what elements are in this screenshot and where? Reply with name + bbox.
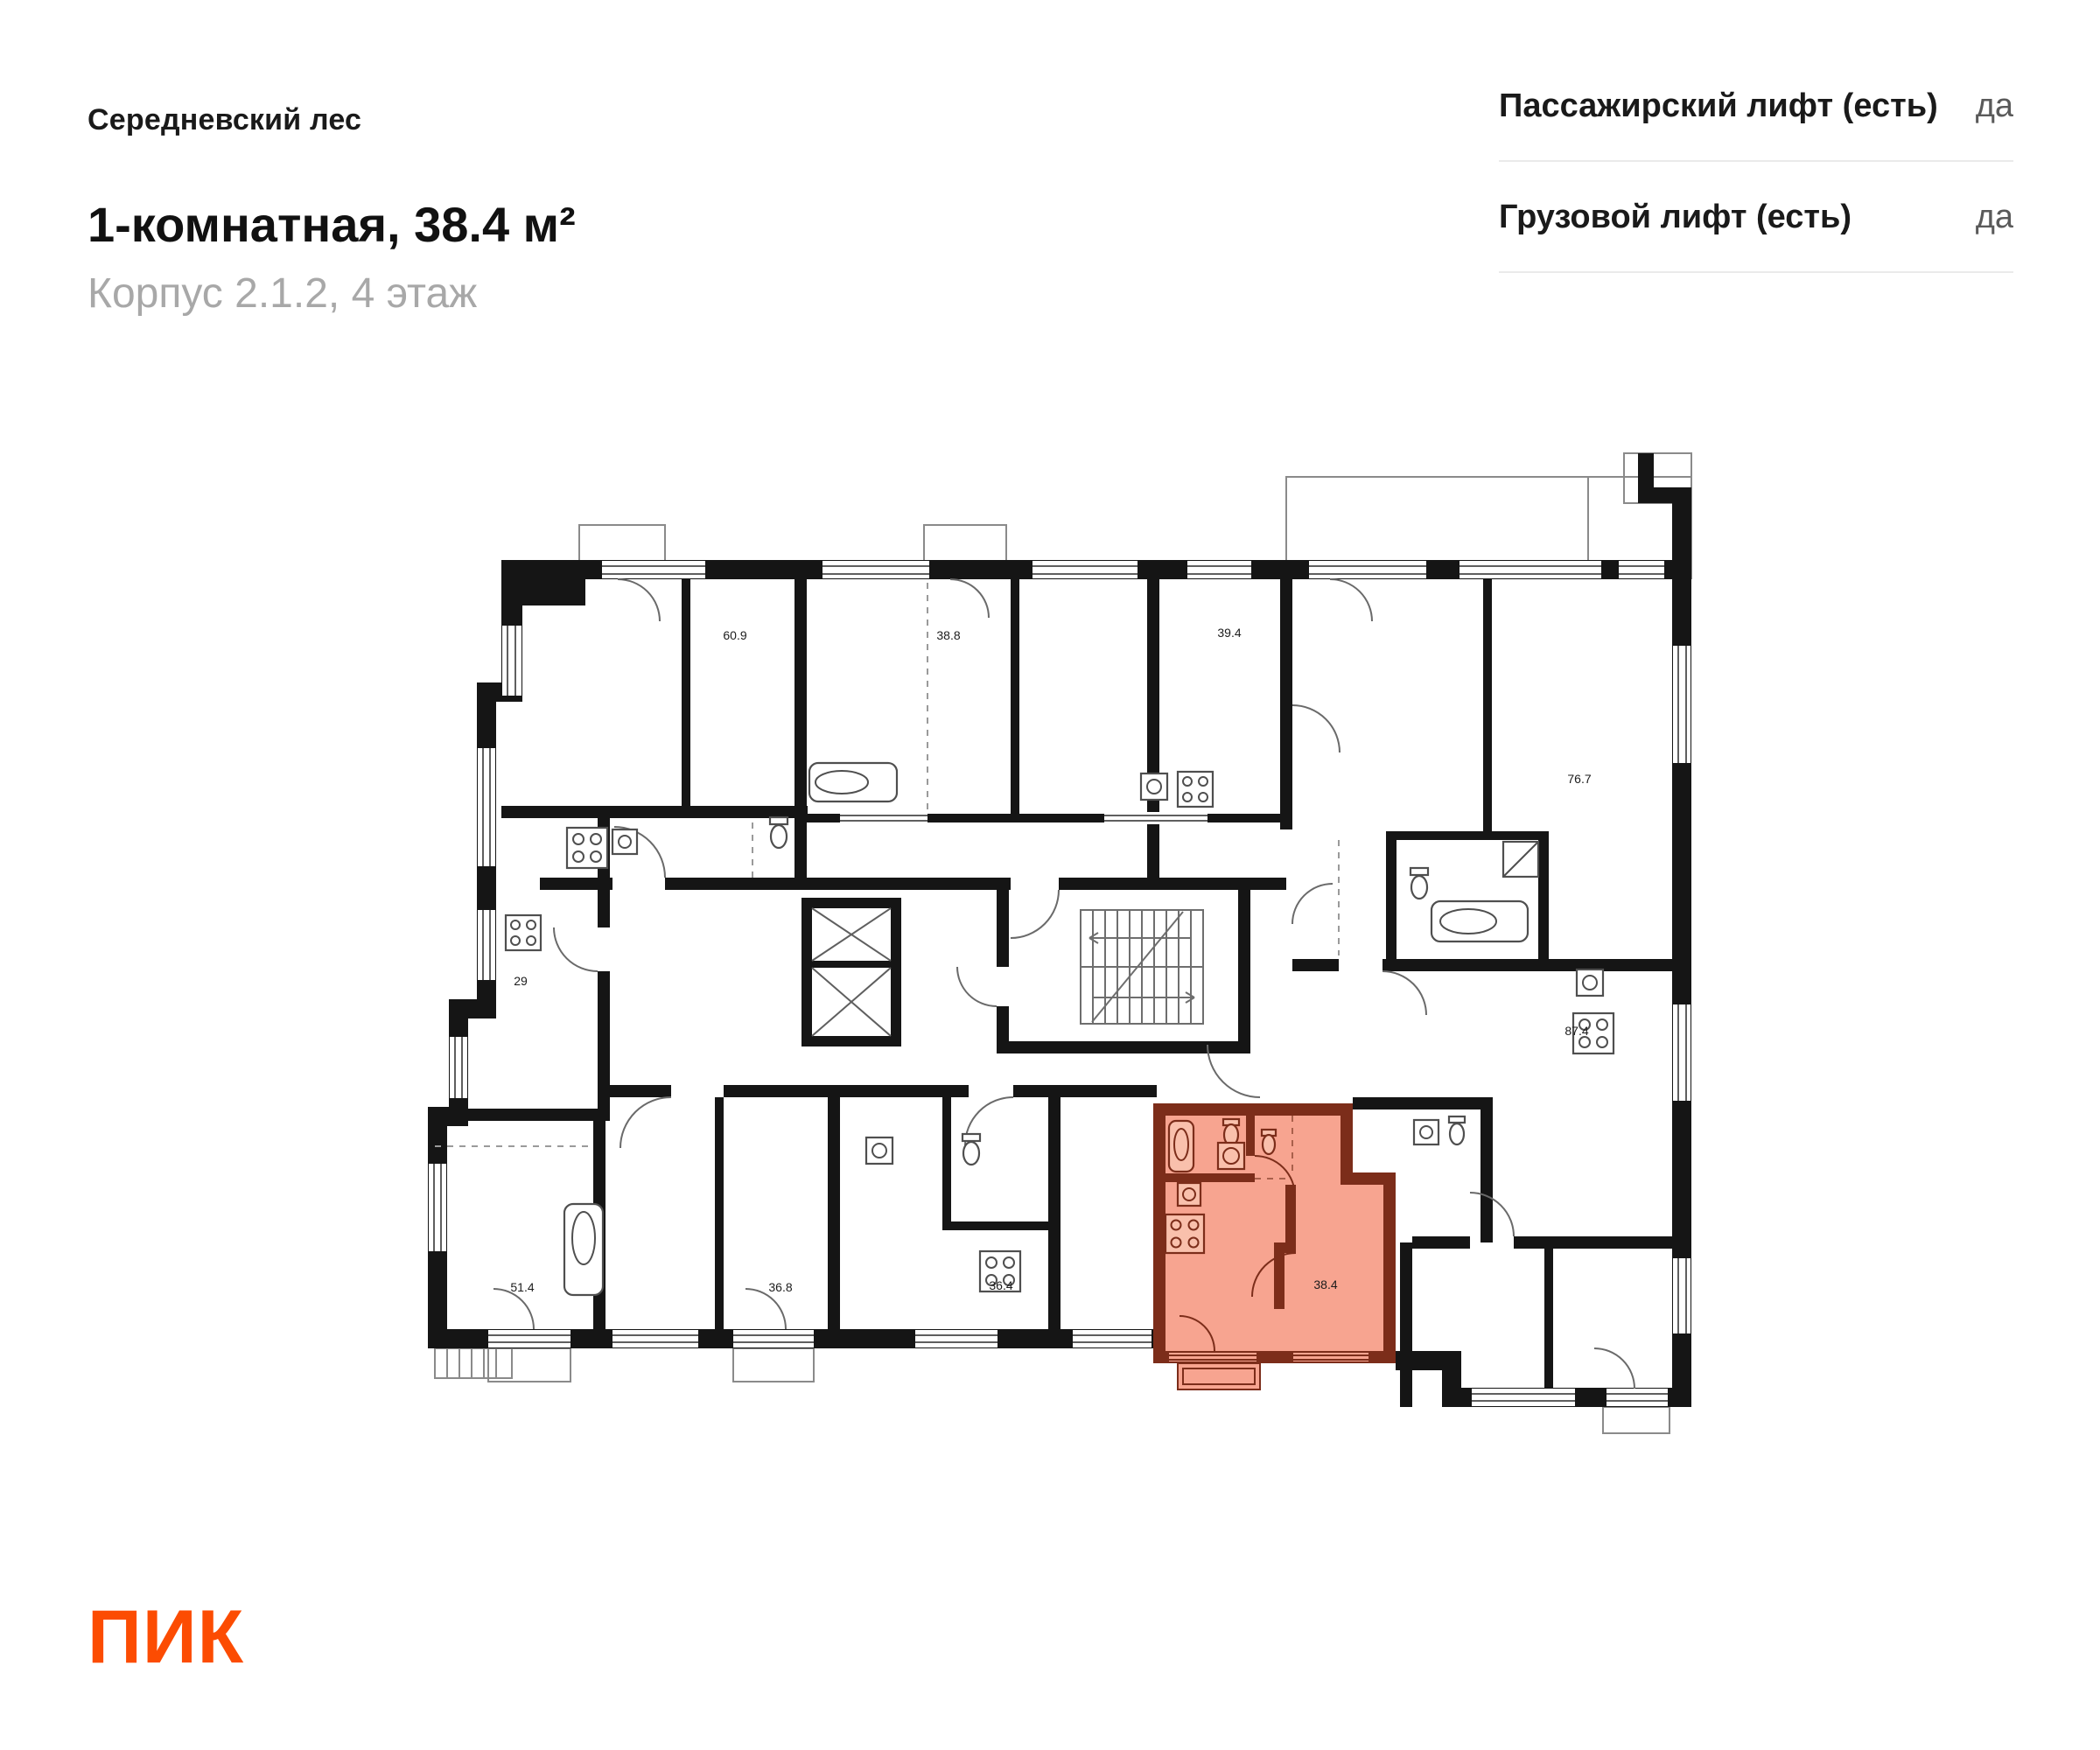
dashed-lines [435,583,1340,1147]
stove-icon [565,826,609,870]
project-name: Середневский лес [88,103,362,136]
elevator-shafts [802,898,901,1046]
stove-icon [1164,1213,1206,1255]
area-label-51.4: 51.4 [510,1280,534,1294]
area-label-29: 29 [514,974,528,988]
flat-title: 1-комнатная, 38.4 м² [88,197,576,252]
fixtures [504,761,1615,1297]
area-label-76.7: 76.7 [1567,772,1591,786]
cargo-lift-value: да [1975,199,2013,235]
passenger-lift-value: да [1975,88,2013,124]
stairwell [997,884,1250,1054]
cargo-lift-row: Грузовой лифт (есть) да [1499,162,2013,273]
windows [429,561,1690,1406]
area-label-87.4: 87.4 [1564,1024,1588,1038]
highlighted-apartment[interactable] [1153,1103,1396,1390]
area-label-38.4-highlighted: 38.4 [1313,1278,1337,1292]
stove-icon [504,914,542,952]
area-label-36.4: 36.4 [989,1278,1012,1292]
stove-icon [1176,770,1214,808]
exterior-stair [434,1348,513,1379]
area-labels: 60.9 38.8 39.4 76.7 29 87.4 51.4 36.8 36.4 38.4 [510,626,1591,1294]
door-arcs [493,578,1635,1390]
pik-logo: ПИК [88,1595,245,1679]
passenger-lift-label: Пассажирский лифт (есть) [1499,88,1938,124]
interior-walls [428,579,1672,1407]
stove-icon [978,1250,1022,1293]
flat-subtitle: Корпус 2.1.2, 4 этаж [88,270,478,317]
area-label-39.4: 39.4 [1217,626,1241,640]
area-label-36.8: 36.8 [768,1280,792,1294]
passenger-lift-row: Пассажирский лифт (есть) да [1499,88,2013,162]
balcony [578,524,1007,563]
area-label-60.9: 60.9 [723,628,746,642]
cargo-lift-label: Грузовой лифт (есть) [1499,199,1852,235]
lift-info-panel: Пассажирский лифт (есть) да Грузовой лиф… [1499,88,2013,273]
stove-icon [1572,1012,1615,1055]
area-label-38.8: 38.8 [936,628,960,642]
